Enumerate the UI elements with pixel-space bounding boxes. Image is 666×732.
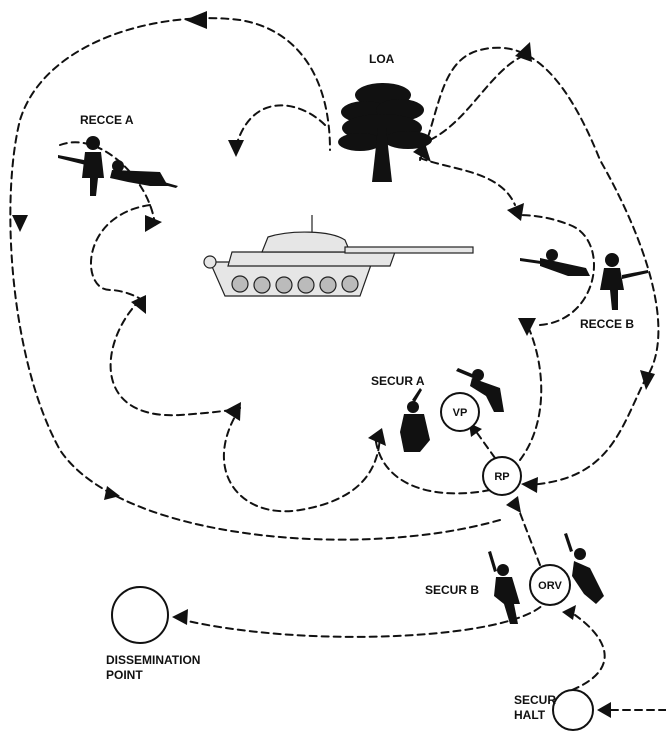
arrowhead	[515, 42, 532, 62]
node-vp: VP	[440, 392, 480, 432]
route-lower-mid	[222, 407, 381, 513]
node-rp: RP	[482, 456, 522, 496]
arrowheads	[12, 11, 655, 718]
arrowhead	[521, 477, 538, 493]
arrowhead	[507, 203, 524, 221]
route-rp-vp	[474, 429, 496, 459]
soldier-recce-a-prone	[110, 160, 178, 188]
arrowhead	[145, 215, 162, 232]
arrowhead	[368, 428, 386, 446]
tree-icon	[338, 83, 432, 182]
node-orv-label: ORV	[538, 580, 562, 592]
route-left-lower	[109, 299, 241, 417]
arrowhead	[506, 496, 521, 513]
route-orv-rp	[514, 499, 541, 566]
label-secur-a: SECUR A	[371, 374, 425, 388]
arrowhead	[12, 215, 28, 232]
arrowhead	[104, 486, 120, 500]
soldier-recce-a-standing	[58, 136, 104, 196]
arrowhead	[224, 402, 241, 421]
route-loa-right	[419, 157, 516, 206]
route-recce-b-loop	[514, 214, 595, 326]
label-dissemination-line2: POINT	[106, 668, 143, 682]
label-secur-halt-line1: SECUR	[514, 693, 556, 707]
route-recce-a-loop	[90, 204, 151, 301]
arrowhead	[413, 143, 431, 162]
arrowhead	[518, 318, 536, 336]
route-lines	[9, 17, 666, 711]
soldier-recce-b-prone	[520, 249, 590, 276]
soldier-secur-a-prone	[456, 368, 504, 412]
route-halt-orv	[571, 614, 606, 691]
soldier-recce-b-standing	[600, 253, 648, 310]
secur-halt-circle	[552, 689, 594, 731]
arrowhead	[597, 702, 611, 718]
soldier-secur-b	[488, 551, 520, 624]
label-secur-b: SECUR B	[425, 583, 479, 597]
route-outer-right	[419, 46, 660, 486]
route-outer-left	[9, 17, 501, 541]
arrowhead	[131, 295, 146, 314]
route-rp-up-right	[519, 319, 543, 461]
arrowhead	[640, 370, 655, 390]
arrowhead	[562, 605, 576, 620]
arrowhead	[185, 11, 207, 29]
route-top-right-arc	[429, 54, 526, 141]
route-inner-top	[234, 104, 326, 151]
soldier-orv-right	[564, 533, 604, 604]
soldier-secur-a-kneeling	[400, 388, 430, 452]
route-orv-dissemination	[174, 597, 549, 638]
arrowhead	[228, 140, 244, 157]
dissemination-point-circle	[111, 586, 169, 644]
label-loa: LOA	[369, 52, 395, 66]
label-recce-a: RECCE A	[80, 113, 134, 127]
node-vp-label: VP	[453, 407, 468, 419]
label-recce-b: RECCE B	[580, 317, 634, 331]
label-dissemination-line1: DISSEMINATION	[106, 653, 200, 667]
arrowhead	[172, 609, 188, 625]
tank-icon	[203, 215, 474, 297]
node-rp-label: RP	[494, 471, 509, 483]
route-rp-secur-a	[374, 434, 491, 495]
label-secur-halt-line2: HALT	[514, 708, 546, 722]
node-orv: ORV	[529, 564, 571, 606]
